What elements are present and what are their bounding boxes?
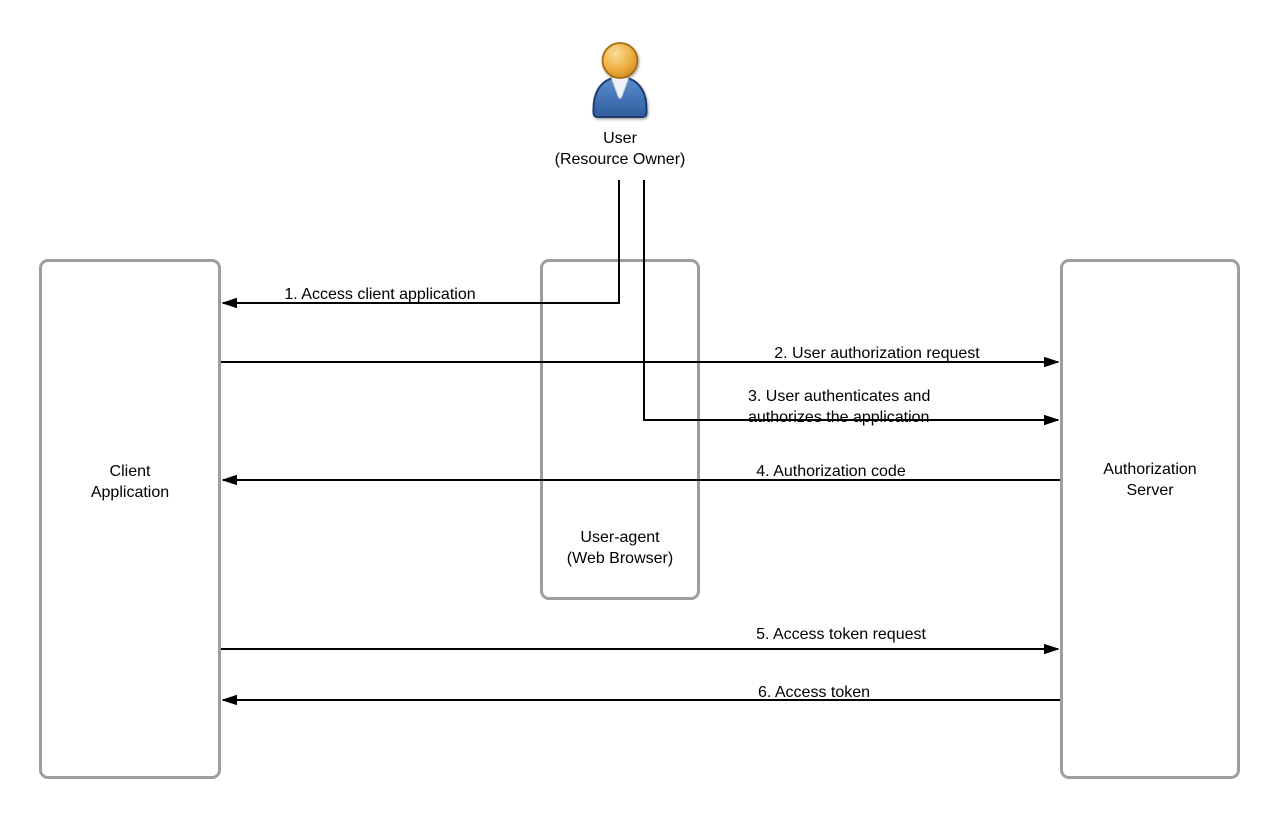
authorization-server-line2: Server xyxy=(1126,482,1174,499)
client-application-box xyxy=(39,259,221,779)
message-6-label: 6. Access token xyxy=(757,684,871,701)
user-body-shape xyxy=(592,76,648,118)
authorization-server-line1: Authorization xyxy=(1103,461,1197,478)
client-application-label: Client Application xyxy=(39,461,221,503)
client-application-line2: Application xyxy=(90,484,170,501)
client-application-line1: Client xyxy=(109,463,151,480)
message-2-label: 2. User authorization request xyxy=(774,345,980,362)
user-agent-label: User-agent (Web Browser) xyxy=(540,527,700,569)
user-qualifier: (Resource Owner) xyxy=(554,151,686,168)
message-3-line1: 3. User authenticates and xyxy=(748,388,931,405)
user-collar-shape xyxy=(610,76,630,99)
message-5-label: 5. Access token request xyxy=(756,626,926,643)
message-1-label: 1. Access client application xyxy=(284,286,476,303)
message-3-line2: authorizes the application xyxy=(748,409,930,426)
authorization-server-box xyxy=(1060,259,1240,779)
user-name: User xyxy=(603,130,637,147)
user-actor-label: User (Resource Owner) xyxy=(500,128,740,170)
user-agent-line1: User-agent xyxy=(580,529,660,546)
message-3-label: 3. User authenticates and authorizes the… xyxy=(748,386,930,428)
user-head-shape xyxy=(601,42,639,79)
message-4-label: 4. Authorization code xyxy=(756,463,906,480)
user-person-icon xyxy=(592,42,648,118)
user-agent-line2: (Web Browser) xyxy=(566,550,674,567)
message-3-arrow xyxy=(643,180,1058,420)
authorization-server-label: Authorization Server xyxy=(1060,459,1240,501)
